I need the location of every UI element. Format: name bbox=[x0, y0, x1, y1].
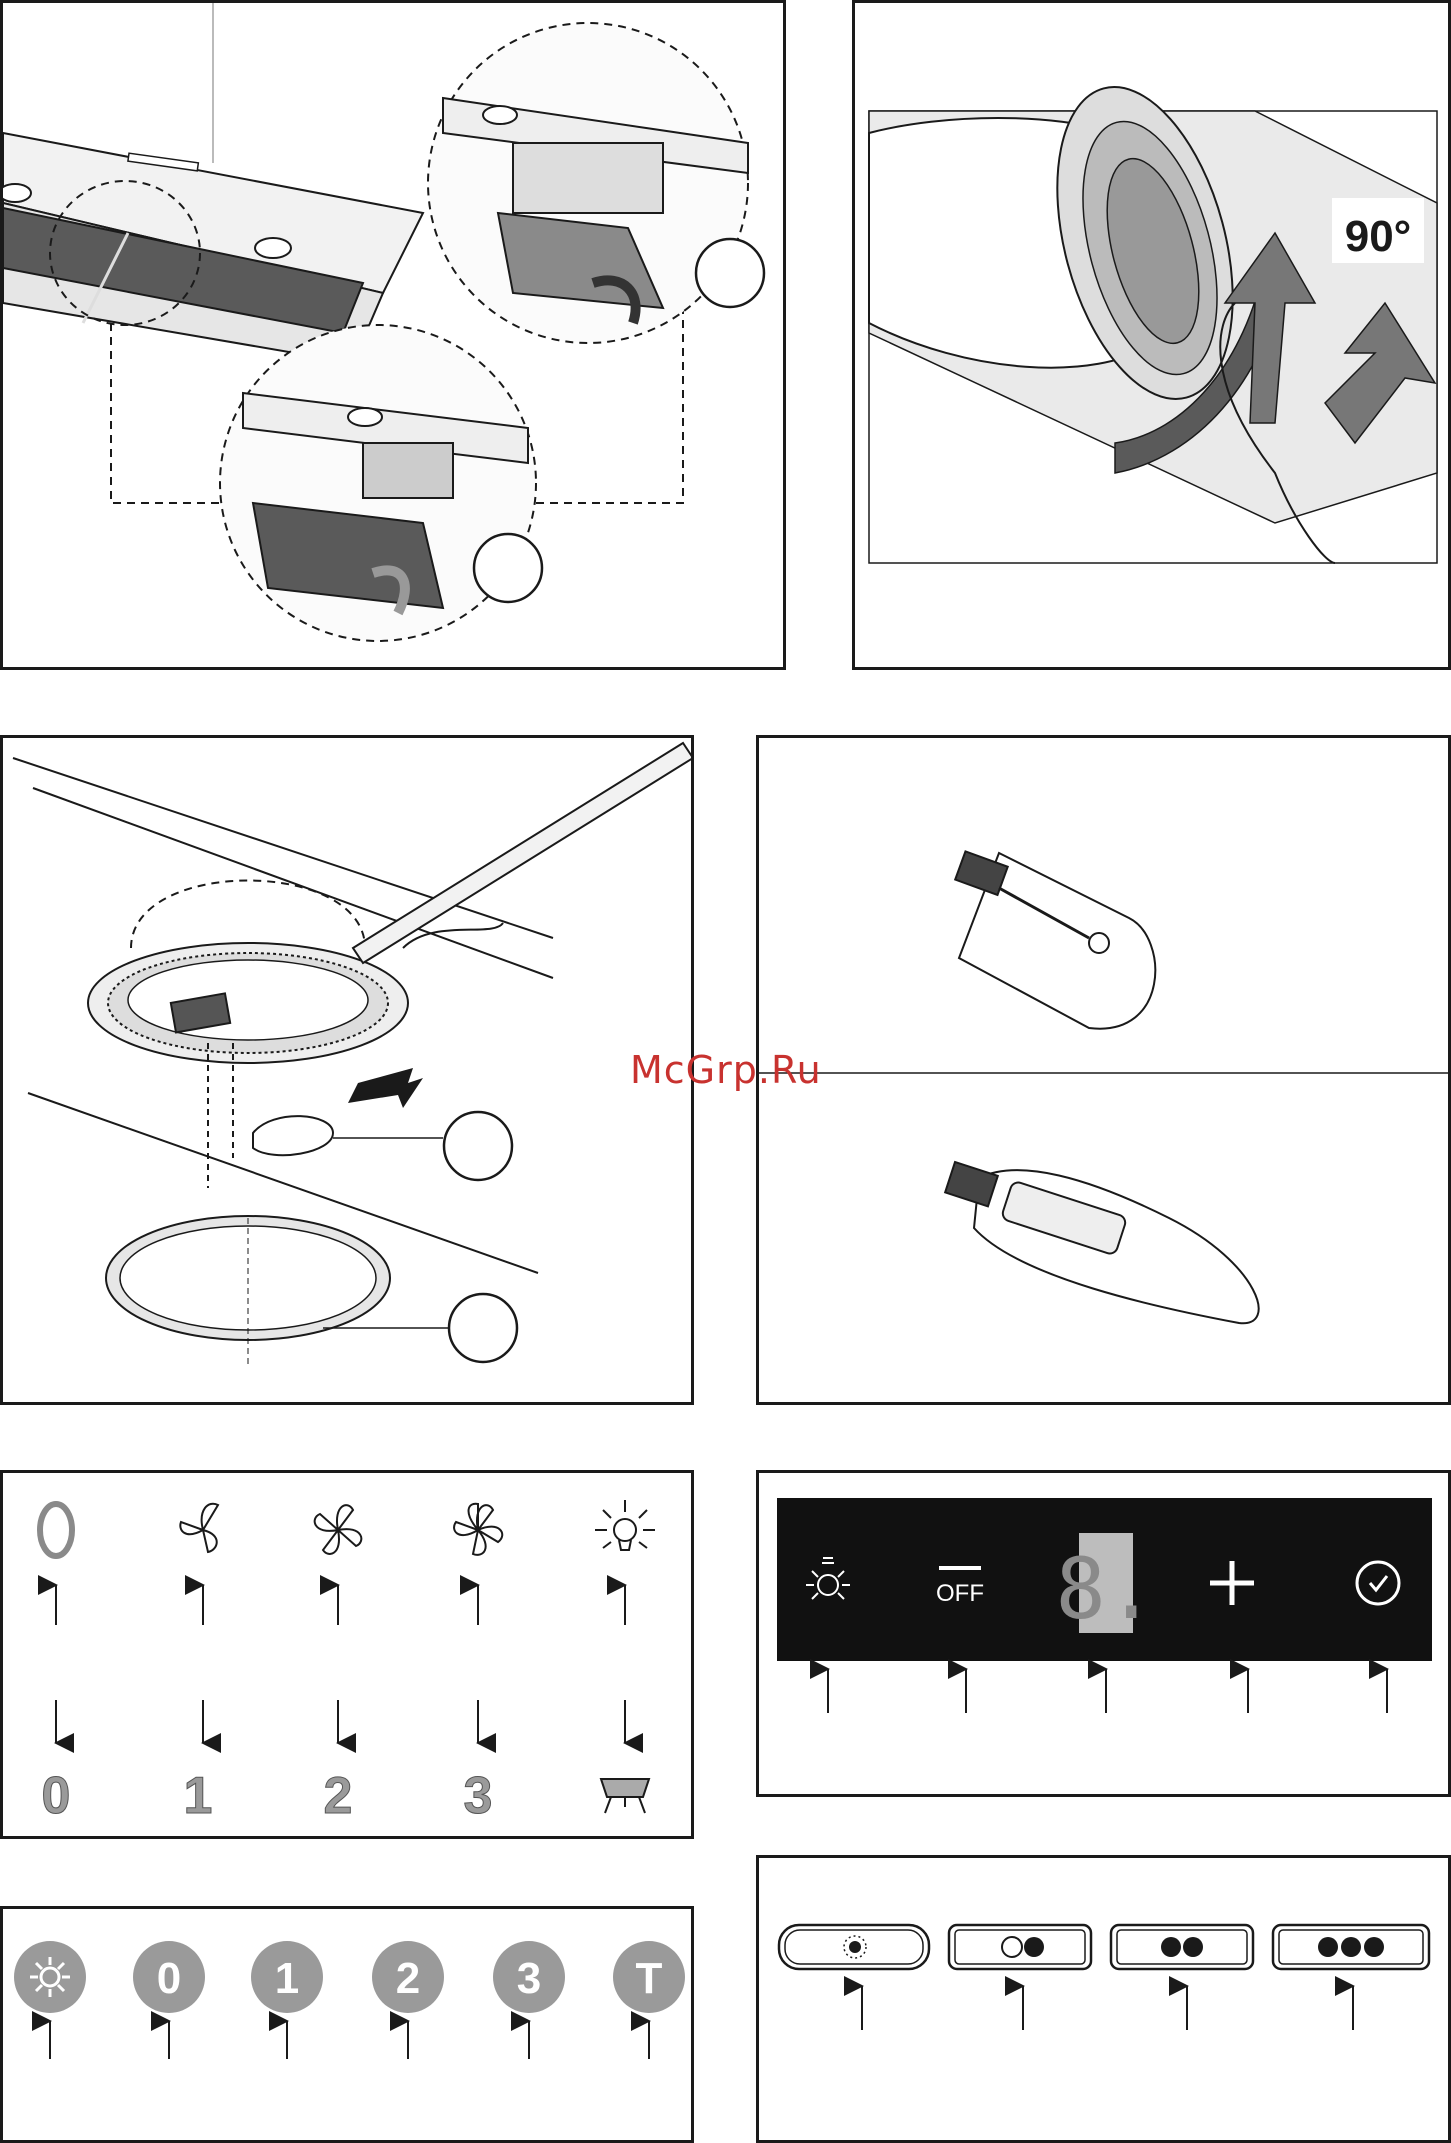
fan-speed-3-icon bbox=[454, 1504, 502, 1555]
bulb-types-illustration bbox=[759, 738, 1451, 1405]
round-buttons-diagram: 0 1 2 3 T bbox=[3, 1909, 694, 2143]
fan-speed-2-icon bbox=[315, 1505, 362, 1554]
speed-label-1: 1 bbox=[184, 1767, 213, 1825]
digit-display-value: 8. bbox=[1055, 1540, 1156, 1638]
lamp-shade-icon bbox=[601, 1779, 649, 1813]
round-button-label-2: 2 bbox=[396, 1954, 420, 2003]
two-dots-icon bbox=[1161, 1937, 1181, 1957]
panel-round-buttons: 0 1 2 3 T bbox=[0, 1906, 694, 2143]
panel-led-buttons bbox=[756, 1855, 1451, 2143]
round-button-label-timer: T bbox=[636, 1954, 663, 2003]
one-dot-icon bbox=[1002, 1937, 1022, 1957]
lamp-replacement-illustration bbox=[3, 738, 694, 1405]
tube-bulb-icon bbox=[955, 851, 1155, 1028]
led-button-light[interactable] bbox=[779, 1925, 929, 1969]
candle-bulb-icon bbox=[945, 1162, 1259, 1323]
panel-touch-controls: OFF 8. bbox=[756, 1470, 1451, 1797]
off-label: OFF bbox=[936, 1580, 984, 1607]
speed-label-3: 3 bbox=[464, 1767, 493, 1825]
panel-bulb-types bbox=[756, 735, 1451, 1405]
round-button-label-3: 3 bbox=[517, 1954, 541, 2003]
led-button-speed-1[interactable] bbox=[949, 1925, 1091, 1969]
fan-speed-1-icon bbox=[180, 1504, 218, 1552]
panel-filter-rotation: 90° bbox=[852, 0, 1451, 670]
light-dot-icon bbox=[849, 1941, 861, 1953]
panel-switch-positions: 0 1 2 3 bbox=[0, 1470, 694, 1839]
led-button-speed-3[interactable] bbox=[1273, 1925, 1429, 1969]
round-button-label-0: 0 bbox=[157, 1954, 181, 2003]
three-dots-icon bbox=[1318, 1937, 1338, 1957]
zero-outline-icon bbox=[40, 1504, 72, 1556]
led-buttons-diagram bbox=[759, 1858, 1451, 2143]
panel-filter-removal bbox=[0, 0, 786, 670]
speed-label-0: 0 bbox=[42, 1767, 71, 1825]
filter-removal-illustration bbox=[3, 3, 786, 670]
rotation-illustration: 90° bbox=[855, 3, 1451, 670]
switch-positions-diagram: 0 1 2 3 bbox=[3, 1473, 694, 1839]
led-button-speed-2[interactable] bbox=[1111, 1925, 1253, 1969]
watermark: McGrp.Ru bbox=[630, 1048, 822, 1092]
panel-lamp-replacement bbox=[0, 735, 694, 1405]
rotation-angle-label: 90° bbox=[1345, 212, 1412, 261]
light-round-button[interactable] bbox=[14, 1941, 86, 2013]
touch-controls-diagram: OFF 8. bbox=[759, 1473, 1451, 1797]
round-button-label-1: 1 bbox=[275, 1954, 299, 2003]
light-icon bbox=[595, 1500, 655, 1550]
speed-label-2: 2 bbox=[324, 1767, 353, 1825]
